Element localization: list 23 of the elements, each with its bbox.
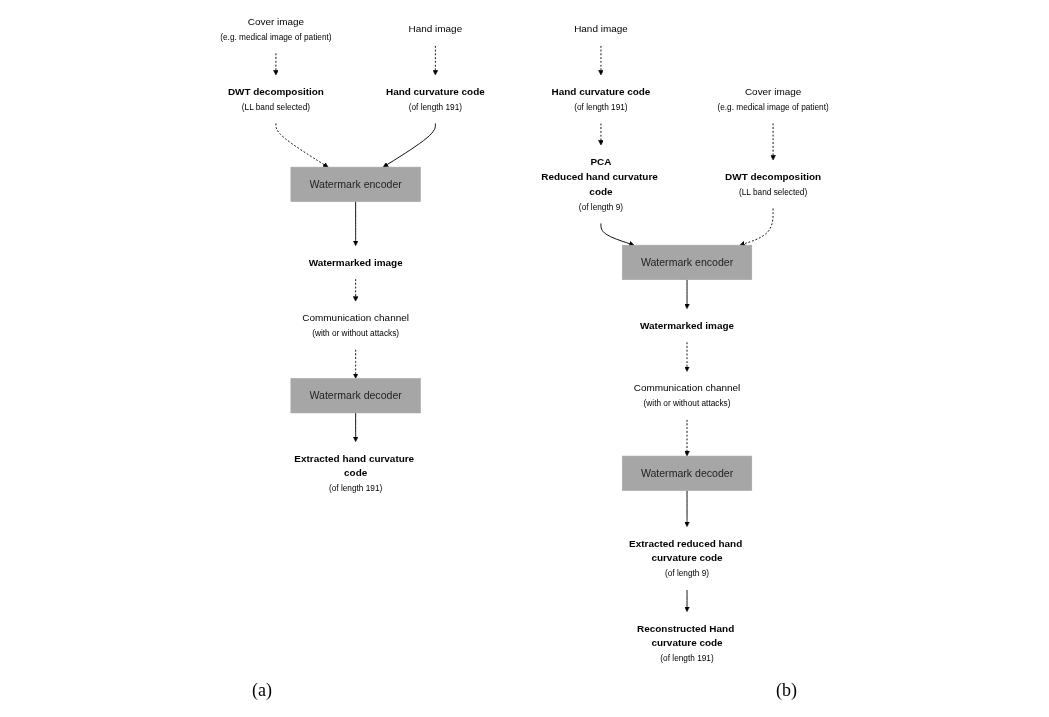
node-text: Hand curvature code (of length 191) [385, 86, 485, 112]
node-text: Hand curvature code (of length 191) [551, 86, 651, 112]
node-text: Watermarked image [308, 256, 403, 268]
node-box [621, 244, 753, 280]
flowchart-drawing: Cover image (e.g. medical image of patient) DWT decomposition (LL band selected) Hand image Hand curvature code (of length 191) Watermark encoder Watermarked image Communication channel (with or without attacks) Watermark decoder Extracted hand curvature code (of length 191) Hand image Hand curvature code (of length 191) PCA Reduced hand curvature code (of length 9) Cover image (e.g. medical image of patient) DWT decomposition (LL band selected) Watermark encoder Watermarked image Communication channel (with or without attacks) Watermark decoder Extracted reduced hand curvature code (of length 9) Reconstructed Hand curvature code (of length 191) [0, 0, 1049, 680]
node-box [621, 455, 753, 491]
node-text: PCA Reduced hand curvature code (of length 9) [541, 156, 658, 212]
panel-label: (b) [776, 680, 797, 701]
node-box [290, 378, 421, 414]
node-text: Cover image (e.g. medical image of patient) [220, 16, 332, 42]
panel-label: (a) [252, 680, 272, 701]
node-box [290, 166, 421, 202]
node-text: DWT decomposition (LL band selected) [227, 86, 324, 112]
node-text: Communication channel (with or without attacks) [302, 312, 409, 338]
node-text: Watermarked image [640, 319, 735, 331]
node-text: Cover image (e.g. medical image of patient) [717, 86, 829, 112]
node-text: DWT decomposition (LL band selected) [725, 171, 822, 197]
node-text: Extracted hand curvature code (of length 191) [294, 452, 415, 494]
node-text: Communication channel (with or without attacks) [633, 382, 741, 409]
node-text: Reconstructed Hand curvature code (of length 191) [637, 622, 735, 664]
node-text: Hand image [408, 23, 463, 35]
node-text: Extracted reduced hand curvature code (of length 9) [629, 537, 743, 579]
node-text: Hand image [574, 23, 628, 35]
